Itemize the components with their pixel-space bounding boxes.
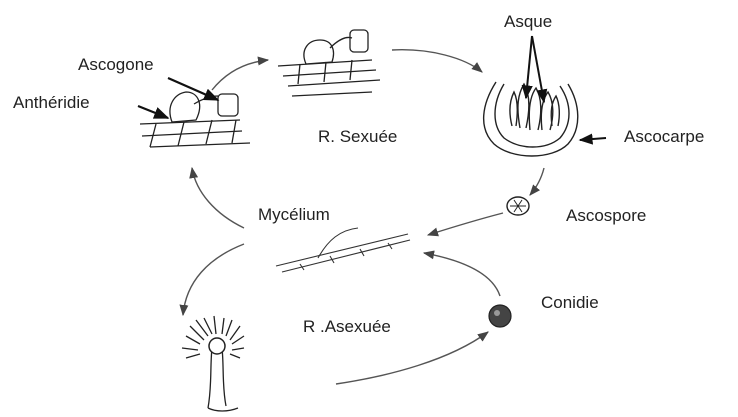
label-ascogone: Ascogone [78,56,154,73]
conidie-drawing [489,305,511,327]
arrow-mycelium-to-sexual [192,168,244,228]
label-ascospore: Ascospore [566,207,646,224]
gametangia-drawing [140,92,250,147]
mycelium-drawing [276,228,410,272]
antheridie-pointer [138,106,168,118]
arrow-conidie-to-mycelium [424,253,500,296]
fertilization-drawing [278,30,380,96]
label-asque: Asque [504,13,552,30]
ascocarpe-pointer [580,138,606,140]
ascocarpe-pointers [526,36,606,140]
conidiophore-drawing [182,316,244,411]
ascospore-drawing [507,197,529,215]
label-asexual-cycle: R .Asexuée [303,318,391,335]
label-antheridie: Anthéridie [13,94,90,111]
arrow-ascospore-to-mycelium [428,213,503,235]
arrow-conidiophore-to-conidie [336,332,488,384]
label-ascocarpe: Ascocarpe [624,128,704,145]
arrow-mycelium-to-asexual [183,244,244,315]
label-sexual-cycle: R. Sexuée [318,128,397,145]
arrow-sexual-to-fertilization [212,60,268,90]
label-mycelium: Mycélium [258,206,330,223]
ascocarpe-drawing [484,82,578,156]
label-conidie: Conidie [541,294,599,311]
arrow-ascocarpe-to-ascospore [530,168,544,195]
asque-pointer-1 [526,36,532,98]
arrow-to-ascocarpe [392,50,482,72]
